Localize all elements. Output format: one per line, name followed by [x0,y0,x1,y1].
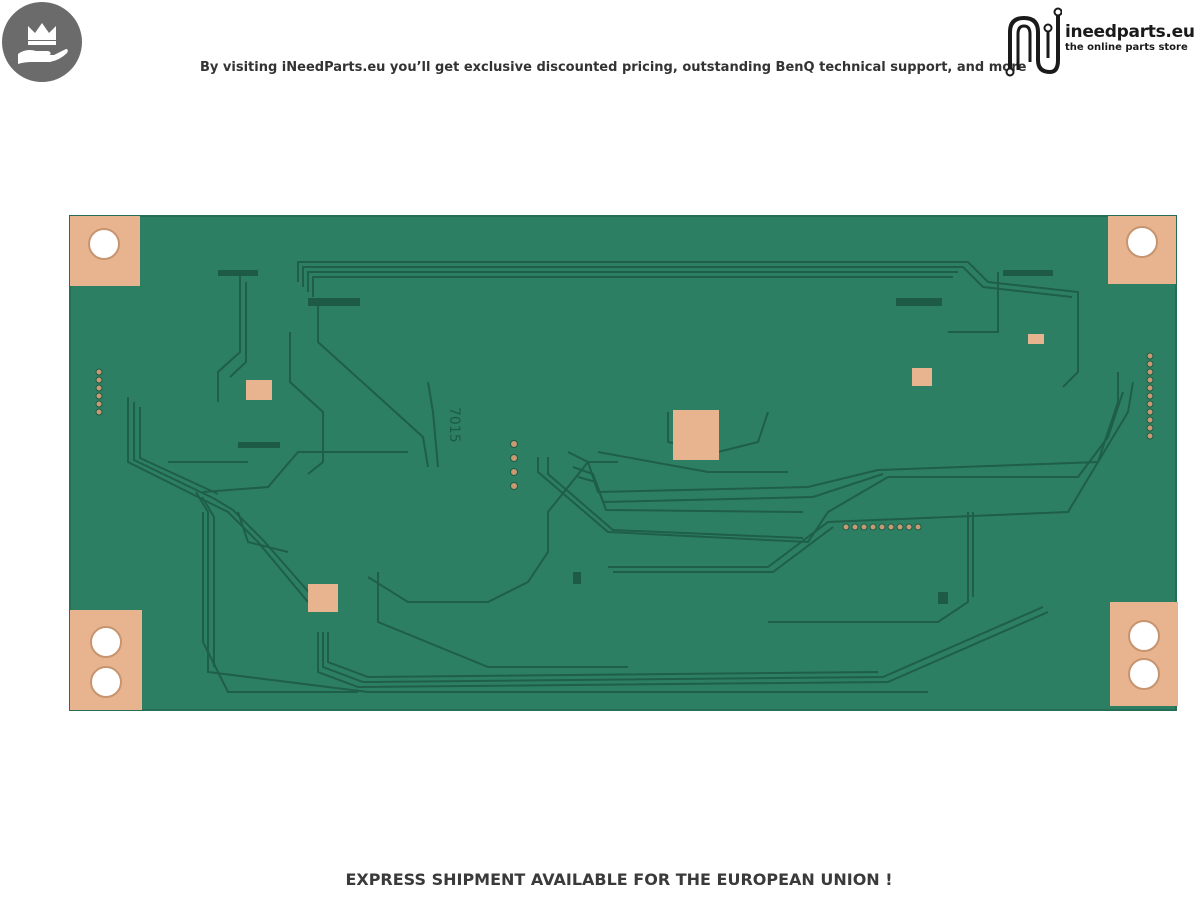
site-logo[interactable]: ineedparts.eu the online parts store [1002,2,1198,78]
mounting-pad [70,216,140,286]
board-marking: 7015 [446,407,462,443]
mounting-pad [1108,216,1176,284]
chip-pad [912,368,932,386]
promo-banner-text: By visiting iNeedParts.eu you’ll get exc… [200,60,1027,75]
chip-pad [673,410,719,460]
circuit-n-icon [1005,7,1062,77]
shipping-banner-text: EXPRESS SHIPMENT AVAILABLE FOR THE EUROP… [345,870,893,889]
chip-pad [308,584,338,612]
mounting-pad [70,610,142,710]
chip-pad [1028,334,1044,344]
logo-brand-text: ineedparts.eu [1065,22,1195,42]
product-photo: 7015 [68,212,1180,714]
chip-pad [246,380,272,400]
logo-tagline: the online parts store [1065,42,1188,53]
mounting-pad [1110,602,1178,706]
crown-hand-icon [2,2,82,82]
